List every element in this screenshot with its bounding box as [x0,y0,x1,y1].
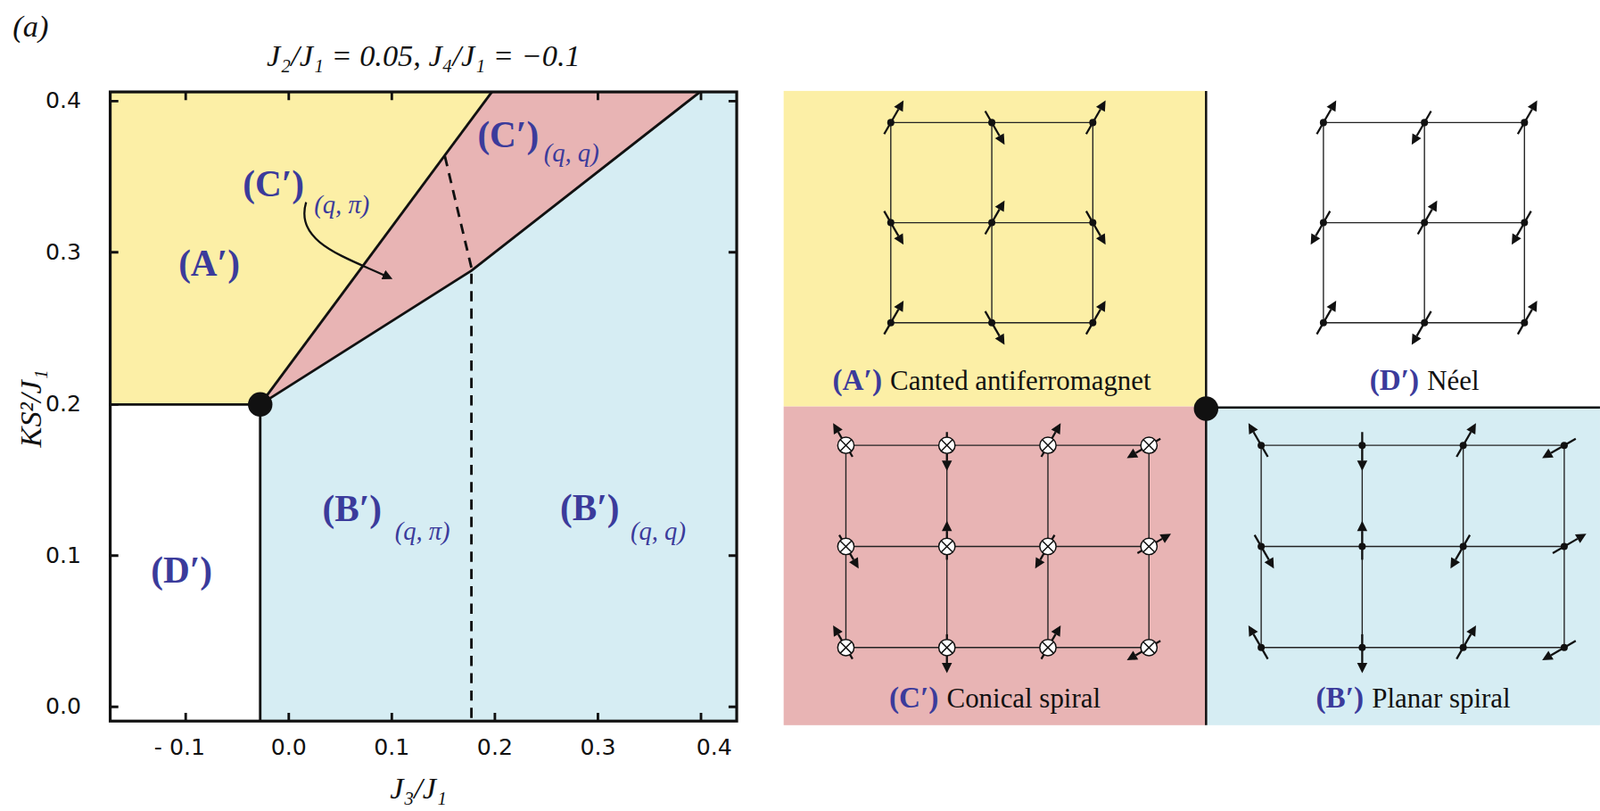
region-label: (A′) [178,245,240,282]
region-subscript: (q, π) [395,518,451,545]
region-label: (B′) [321,490,382,528]
phase-tag: (D′) [1369,362,1419,397]
panel-caption: (D′)Néel [1369,362,1480,397]
axis-label: J₃/J₁ [389,773,447,804]
plot-title: J₂/J₁ = 0.05, J₄/J₁ = −0.1 [266,41,581,72]
multicritical-point [247,392,273,417]
phase-boundaries [110,91,737,721]
tick-label: 0.0 [45,695,82,718]
region-label: (D′) [150,551,213,588]
axis-label: KS²/J₁ [15,369,46,447]
region-label: (C′) [242,164,305,202]
tick-label: 0.3 [579,735,616,759]
phase-name: Conical spiral [947,682,1101,714]
region-subscript: (q, q) [630,518,686,545]
phase-tag: (C′) [889,680,939,715]
tick-label: 0.2 [477,735,513,759]
phase-tag: (A′) [832,362,883,397]
panel-letter: (a) [12,11,49,42]
phase-panel: (C′)Conical spiral [783,406,1207,726]
tick-label: 0.4 [696,735,733,759]
panel-caption: (B′)Planar spiral [1316,680,1511,715]
spin-lattice [1205,90,1600,407]
panel-caption: (C′)Conical spiral [889,680,1101,715]
phase-name: Canted antiferromagnet [890,364,1151,396]
tick-label: 0.0 [271,735,307,759]
tick-label: 0.4 [45,90,82,113]
tick-label: 0.2 [45,393,82,416]
spin-lattice [783,90,1207,407]
panel-caption: (A′)Canted antiferromagnet [832,362,1152,397]
region-subscript: (q, q) [544,140,600,166]
spin-lattice [783,406,1207,726]
phase-name: Néel [1426,364,1479,396]
region-label: (C′) [477,116,539,154]
phase-name: Planar spiral [1371,682,1510,714]
tick-label: 0.3 [45,240,82,264]
spin-lattice [1205,406,1600,726]
phase-panel: (B′)Planar spiral [1205,406,1600,726]
phase-tag: (B′) [1316,680,1365,715]
tick-label: 0.1 [45,544,82,567]
phase-panel: (D′)Néel [1205,90,1600,407]
phase-panel: (A′)Canted antiferromagnet [783,90,1207,407]
tick-label: - 0.1 [154,735,206,759]
tick-label: 0.1 [373,735,410,759]
region-label: (B′) [560,488,620,526]
region-subscript: (q, π) [313,191,370,218]
region-b [260,91,737,721]
